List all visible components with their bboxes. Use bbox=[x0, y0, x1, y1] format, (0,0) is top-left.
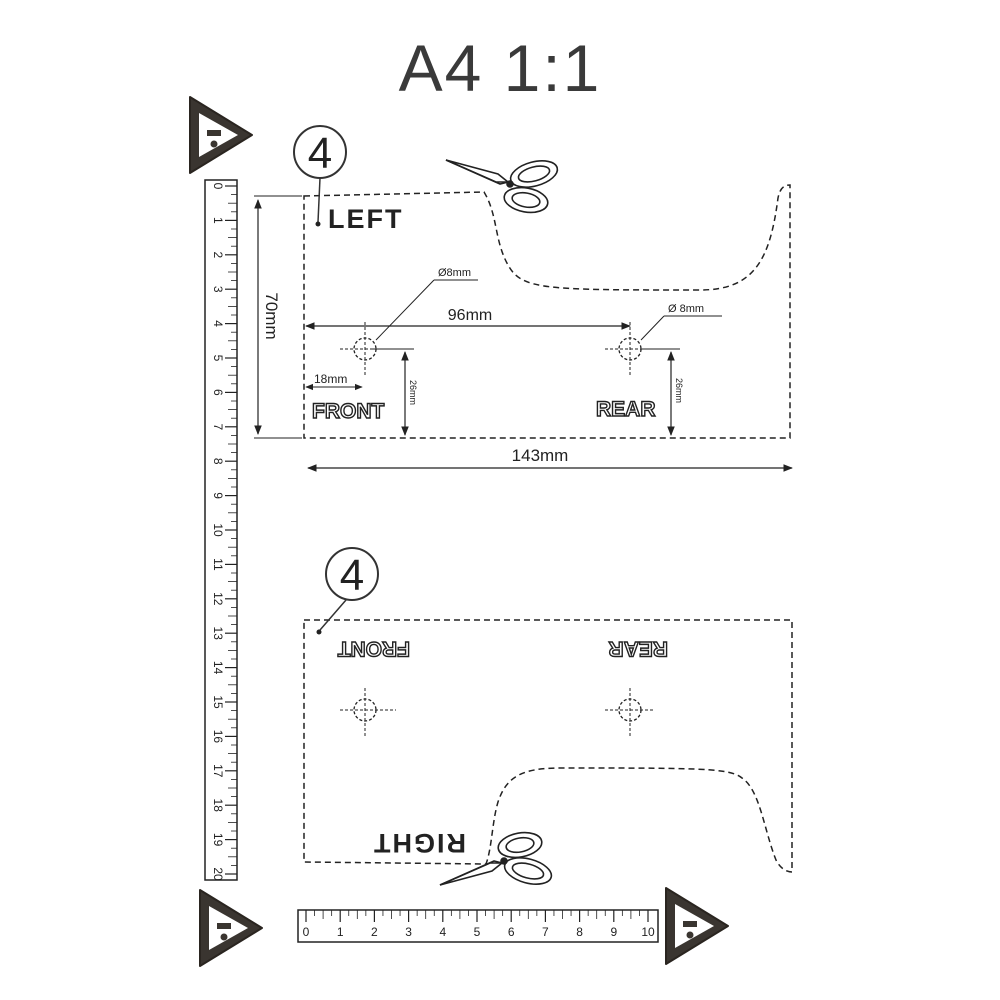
ruler-label: 10 bbox=[641, 925, 655, 939]
dim-hole-height-rear: 26mm bbox=[674, 378, 684, 403]
cut-outline bbox=[303, 619, 793, 873]
front-label: FRONT bbox=[338, 637, 410, 660]
ruler-label: 6 bbox=[211, 389, 225, 396]
dim-hole-height-front: 26mm bbox=[408, 380, 418, 405]
left-template: 4 LEFT 70mm 96mm Ø8mm 18mm bbox=[254, 125, 793, 472]
front-hole bbox=[340, 688, 396, 738]
ruler-label: 8 bbox=[211, 458, 225, 465]
cut-outline bbox=[303, 184, 791, 439]
warning-icon bbox=[189, 96, 253, 174]
dim-hole-spacing: 96mm bbox=[448, 307, 492, 324]
callout-number: 4 bbox=[308, 129, 332, 178]
ruler-label: 9 bbox=[211, 492, 225, 499]
rear-hole bbox=[605, 688, 655, 738]
ruler-label: 9 bbox=[610, 925, 617, 939]
ruler-label: 7 bbox=[542, 925, 549, 939]
ruler-label: 10 bbox=[211, 523, 225, 537]
ruler-label: 1 bbox=[337, 925, 344, 939]
ruler-label: 4 bbox=[439, 925, 446, 939]
ruler-label: 2 bbox=[211, 251, 225, 258]
hole-diameter-front: Ø8mm bbox=[438, 267, 471, 279]
callout-circle bbox=[325, 547, 379, 601]
ruler-label: 13 bbox=[211, 627, 225, 641]
dim-height: 70mm bbox=[262, 292, 281, 339]
side-label-right: RIGHT bbox=[372, 828, 466, 858]
ruler-label: 0 bbox=[211, 183, 225, 190]
hole-diameter-rear: Ø 8mm bbox=[668, 303, 704, 315]
ruler-label: 16 bbox=[211, 730, 225, 744]
ruler-label: 8 bbox=[576, 925, 583, 939]
ruler-label: 2 bbox=[371, 925, 378, 939]
ruler-label: 3 bbox=[405, 925, 412, 939]
scissors-icon bbox=[445, 155, 562, 217]
ruler-label: 3 bbox=[211, 286, 225, 293]
rear-label: REAR bbox=[608, 637, 668, 660]
front-label: FRONT bbox=[312, 400, 384, 423]
ruler-label: 5 bbox=[474, 925, 481, 939]
ruler-label: 14 bbox=[211, 661, 225, 675]
right-template: 4 FRONT REAR RIGHT bbox=[303, 547, 793, 890]
ruler-label: 15 bbox=[211, 695, 225, 709]
horizontal-ruler: 0 1 2 3 4 5 6 7 8 9 10 bbox=[297, 909, 659, 943]
ruler-label: 0 bbox=[303, 925, 310, 939]
ruler-label: 4 bbox=[211, 320, 225, 327]
dim-front-offset: 18mm bbox=[314, 372, 347, 386]
ruler-label: 6 bbox=[508, 925, 515, 939]
callout-number: 4 bbox=[340, 551, 364, 600]
warning-icon bbox=[199, 889, 263, 967]
ruler-label: 19 bbox=[211, 833, 225, 847]
warning-icon bbox=[665, 887, 729, 965]
ruler-label: 7 bbox=[211, 423, 225, 430]
page-title: A4 1:1 bbox=[398, 31, 602, 105]
ruler-label: 18 bbox=[211, 799, 225, 813]
ruler-label: 5 bbox=[211, 355, 225, 362]
side-label-left: LEFT bbox=[328, 204, 404, 234]
ruler-label: 17 bbox=[211, 764, 225, 778]
ruler-label: 11 bbox=[211, 558, 225, 571]
rear-label: REAR bbox=[596, 398, 656, 421]
ruler-label: 12 bbox=[211, 592, 225, 606]
dim-width: 143mm bbox=[512, 446, 569, 465]
ruler-label: 1 bbox=[211, 217, 225, 224]
ruler-label: 20 bbox=[211, 867, 225, 881]
